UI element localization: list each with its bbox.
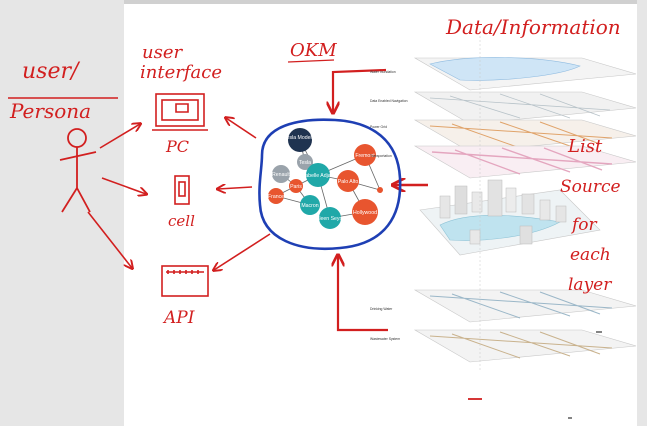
svg-text:Paris: Paris xyxy=(290,184,302,190)
svg-text:Tesla Model 3: Tesla Model 3 xyxy=(284,135,316,141)
api-label: API xyxy=(162,308,195,328)
svg-text:Isabelle Adjani: Isabelle Adjani xyxy=(301,173,334,179)
list-label: List xyxy=(567,136,603,157)
arrow-person-to-pc xyxy=(99,124,140,149)
graph-node-macron: Macron xyxy=(300,195,320,215)
arrow-okm-to-cell xyxy=(218,187,253,189)
svg-text:Tesla: Tesla xyxy=(299,160,311,166)
user-interface-label-line1: user xyxy=(142,42,183,63)
arrow-okm-to-api xyxy=(214,233,271,270)
pc-label: PC xyxy=(165,137,189,156)
okm-knowledge-graph-boundary xyxy=(258,118,402,250)
right-gray-margin xyxy=(637,0,647,426)
layer-label-power-grid: Power Grid xyxy=(370,125,387,129)
pc-icon xyxy=(152,93,208,131)
layer-label-wastewater: Wastewater System xyxy=(370,337,400,341)
api-icon xyxy=(161,265,209,297)
source-label: Source xyxy=(560,177,621,197)
arrow-person-to-cell xyxy=(101,177,146,194)
graph-node-tesla-model-3: Tesla Model 3 xyxy=(284,128,316,152)
graph-node-paris: Paris xyxy=(289,179,303,193)
user-interface-label-line2: interface xyxy=(140,62,222,83)
svg-text:France: France xyxy=(268,194,284,200)
data-information-label: Data/Information xyxy=(445,15,621,39)
graph-node-fremont: Fremont xyxy=(354,144,376,166)
user-persona-label-line1: user/ xyxy=(22,59,81,84)
svg-text:Palo Alto: Palo Alto xyxy=(338,179,359,185)
layer-label: layer xyxy=(568,275,612,295)
top-strip xyxy=(124,0,637,4)
graph-node-france: France xyxy=(268,188,284,204)
svg-text:Fremont: Fremont xyxy=(355,153,375,159)
graph-node-small xyxy=(377,187,383,193)
arrow-okm-to-pc xyxy=(226,118,257,139)
layer-label-water-inundation: Water Inundation xyxy=(370,70,396,74)
graph-node-renault: Renault xyxy=(272,165,290,183)
graph-node-tesla: Tesla xyxy=(297,154,313,170)
left-gray-margin xyxy=(0,0,124,426)
graph-node-hollywood: Hollywood xyxy=(352,199,378,225)
layer-label-navigation: Data Enabled Navigation xyxy=(370,99,408,103)
for-label: for xyxy=(570,215,598,235)
svg-text:Kathleen Seymour: Kathleen Seymour xyxy=(309,216,352,222)
arrow-data-into-okm-top xyxy=(333,68,387,112)
arrow-person-to-api xyxy=(87,211,132,268)
user-persona-label-line2: Persona xyxy=(9,99,91,123)
layer-stack-illustration xyxy=(413,36,637,372)
svg-text:Macron: Macron xyxy=(301,203,318,209)
svg-text:Renault: Renault xyxy=(272,172,290,178)
layer-label-drinking-water: Drinking Water xyxy=(370,307,393,311)
graph-node-isabelle-adjani: Isabelle Adjani xyxy=(301,163,335,187)
graph-node-kathleen: Kathleen Seymour xyxy=(309,207,352,229)
layer-label-transportation: Transportation xyxy=(370,154,392,158)
okm-label: OKM xyxy=(290,40,337,61)
cell-label: cell xyxy=(168,212,195,230)
cell-phone-icon xyxy=(174,175,190,205)
stick-figure-icon xyxy=(59,128,97,213)
svg-text:Hollywood: Hollywood xyxy=(353,210,377,216)
arrow-data-into-okm-bottom xyxy=(338,256,388,332)
graph-node-palo-alto: Palo Alto xyxy=(337,170,359,192)
okm-underline xyxy=(287,59,335,63)
each-label: each xyxy=(570,245,611,265)
